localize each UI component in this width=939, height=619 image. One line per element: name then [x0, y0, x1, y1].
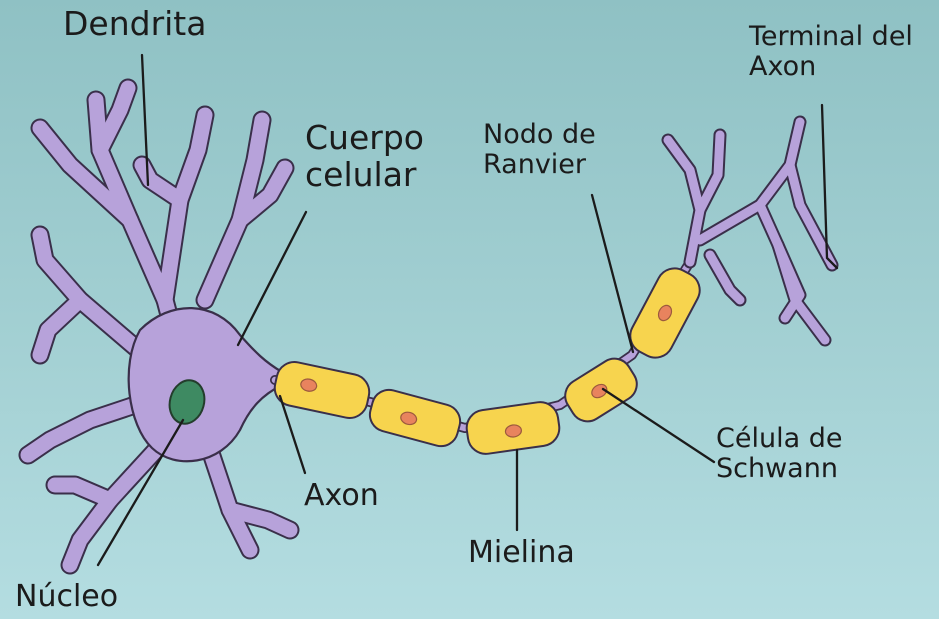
- label-terminal-axon: Terminal del Axon: [749, 22, 913, 82]
- cell-body: [129, 308, 282, 461]
- schwann-cell: [366, 386, 464, 450]
- myelin-sheath: [271, 262, 706, 456]
- label-celula-schwann-line2: Schwann: [716, 454, 842, 484]
- label-cuerpo-celular: Cuerpo celular: [305, 120, 424, 194]
- label-terminal-axon-line1: Terminal del: [749, 22, 913, 52]
- neuron-soma-and-dendrites: [28, 88, 290, 565]
- label-mielina: Mielina: [468, 536, 575, 570]
- label-celula-schwann: Célula de Schwann: [716, 424, 842, 484]
- label-cuerpo-celular-line1: Cuerpo: [305, 120, 424, 157]
- leader-line-celula-schwann: [603, 389, 714, 462]
- label-dendrita: Dendrita: [63, 6, 206, 43]
- label-cuerpo-celular-line2: celular: [305, 157, 424, 194]
- label-nodo-ranvier-line1: Nodo de: [483, 120, 596, 150]
- schwann-cell: [624, 262, 706, 364]
- label-nodo-ranvier: Nodo de Ranvier: [483, 120, 596, 180]
- leader-line-nodo-ranvier: [592, 195, 633, 352]
- schwann-cell: [464, 400, 561, 456]
- schwann-cell: [271, 359, 372, 422]
- label-celula-schwann-line1: Célula de: [716, 424, 842, 454]
- schwann-cell: [559, 352, 643, 427]
- label-axon: Axon: [304, 479, 379, 513]
- label-nodo-ranvier-line2: Ranvier: [483, 150, 596, 180]
- label-terminal-axon-line2: Axon: [749, 52, 913, 82]
- label-nucleo: Núcleo: [15, 580, 118, 614]
- leader-line-cuerpo-celular: [238, 212, 306, 345]
